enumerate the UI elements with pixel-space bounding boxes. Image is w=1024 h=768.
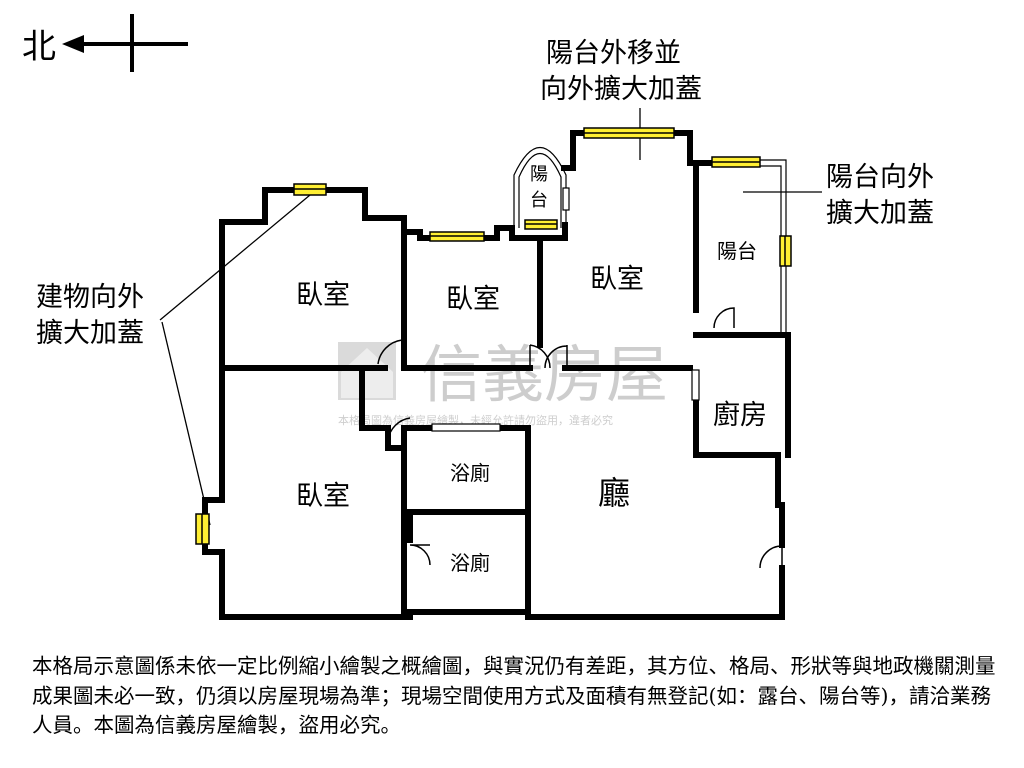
doors [377, 187, 783, 569]
bedroom-sw-label: 臥室 [296, 481, 350, 512]
door-mid-bedroom [529, 344, 551, 369]
north-arrow: 北 [22, 14, 188, 72]
balcony-small-label-1: 陽 [530, 164, 548, 185]
north-label: 北 [22, 27, 56, 67]
door-sw-bedroom [387, 417, 411, 441]
leader-lines [159, 108, 822, 526]
annotation-balcony-expand-1: 陽台向外 [826, 162, 934, 193]
bath-1-label: 浴廁 [450, 461, 490, 485]
room-labels: 臥室 臥室 臥室 臥室 浴廁 浴廁 廳 廚房 陽 台 陽台 [296, 164, 767, 575]
door-ne-bedroom [544, 345, 568, 369]
bedroom-ne-label: 臥室 [590, 264, 644, 295]
wall-bath [359, 365, 407, 451]
windows [195, 127, 792, 545]
kitchen-label: 廚房 [713, 400, 767, 431]
wall-mid-bedroom [401, 215, 533, 371]
door-entry [759, 545, 783, 569]
balcony-east-label: 陽台 [717, 239, 757, 263]
wall-east-outer [693, 387, 785, 548]
wall-mid-bedroom-top [401, 225, 543, 348]
bedroom-nw-label: 臥室 [296, 280, 350, 311]
door-nw-bedroom [377, 339, 403, 368]
annotation-balcony-move-2: 向外擴大加蓋 [540, 74, 702, 105]
living-label: 廳 [598, 474, 630, 512]
floor-plan: 北 信義房屋 本格局圖為信義房屋繪製，未經允許請勿盜用，違者必究 [22, 14, 934, 620]
annotations: 陽台外移並 向外擴大加蓋 陽台向外 擴大加蓋 建物向外 擴大加蓋 [36, 38, 934, 349]
annotation-building-expand-2: 擴大加蓋 [36, 318, 144, 349]
bath-2-label: 浴廁 [450, 551, 490, 575]
watermark-brand: 信義房屋 [420, 338, 668, 411]
annotation-balcony-expand-2: 擴大加蓋 [826, 198, 934, 229]
watermark: 信義房屋 本格局圖為信義房屋繪製，未經允許請勿盜用，違者必究 [338, 338, 668, 427]
watermark-notice: 本格局圖為信義房屋繪製，未經允許請勿盜用，違者必究 [338, 413, 613, 427]
balcony-small-label-2: 台 [530, 190, 548, 211]
door-bath-2 [409, 544, 431, 566]
door-balcony-east [713, 307, 735, 329]
annotation-balcony-move-1: 陽台外移並 [546, 38, 681, 69]
bedroom-mid-label: 臥室 [446, 284, 500, 315]
disclaimer-note: 本格局示意圖係未依一定比例縮小繪製之概繪圖，與實況仍有差距，其方位、格局、形狀等… [32, 654, 996, 737]
annotation-building-expand-1: 建物向外 [36, 282, 144, 313]
